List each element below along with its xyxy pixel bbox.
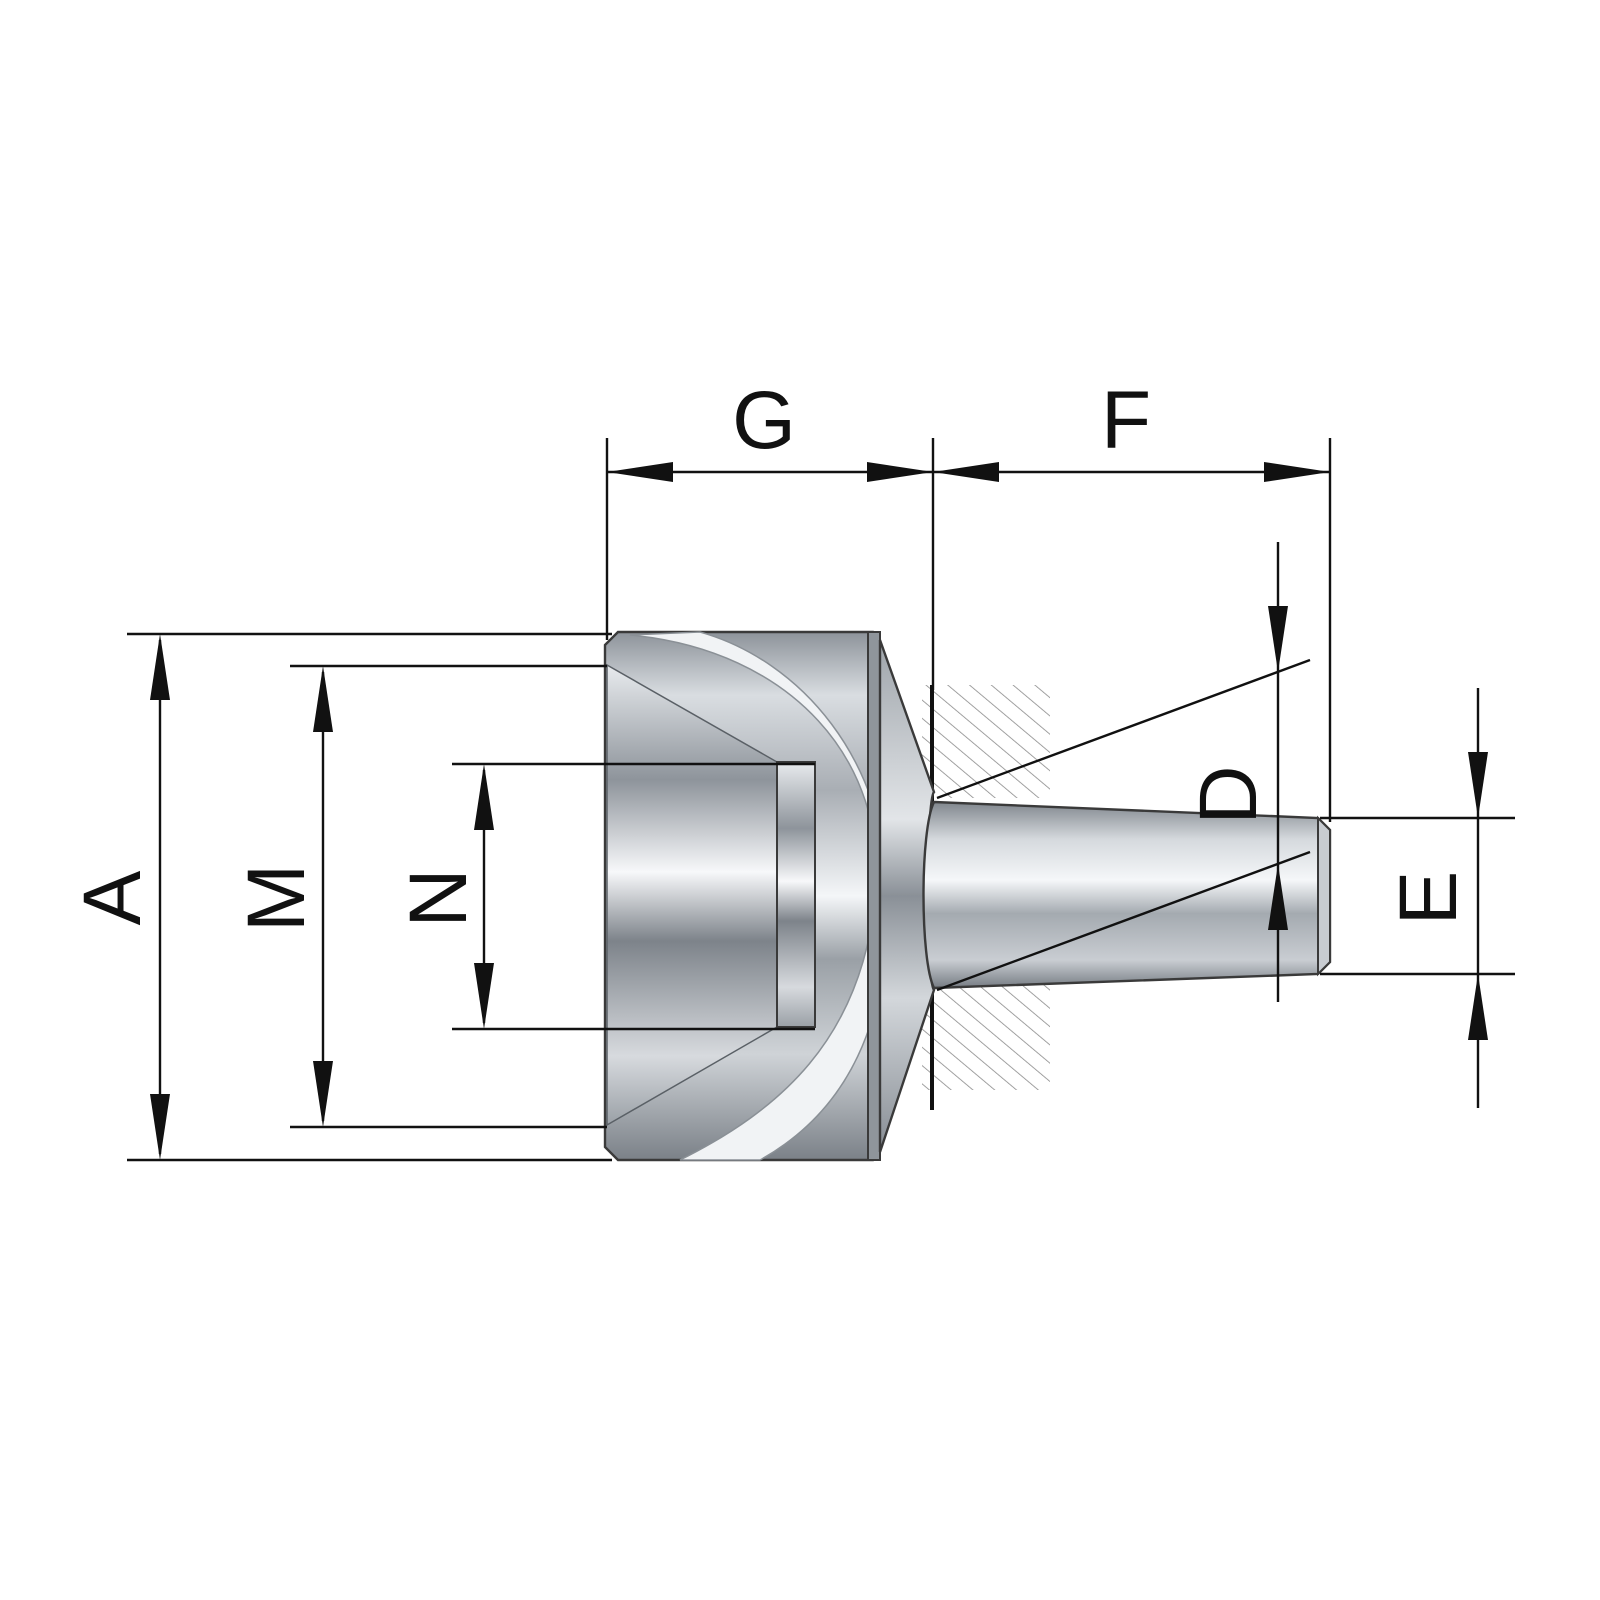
label-e: E xyxy=(1383,871,1474,926)
label-g: G xyxy=(732,375,796,466)
tapered-shank xyxy=(922,800,1332,990)
dimension-m-arrow-bottom xyxy=(313,1061,333,1127)
label-n: N xyxy=(393,868,484,927)
workpiece-hatch-bottom xyxy=(922,972,1050,1090)
dimension-a-arrow-top xyxy=(150,634,170,700)
label-m: M xyxy=(231,864,322,932)
dimension-m-arrow-top xyxy=(313,666,333,732)
label-f: F xyxy=(1101,375,1151,466)
center-tip xyxy=(1317,815,1331,977)
head-crescent xyxy=(629,631,889,1161)
dimension-labels: A M N G F D E xyxy=(67,375,1474,932)
dimension-lines xyxy=(127,438,1515,1162)
label-a: A xyxy=(67,870,158,925)
dimension-f-arrow-right xyxy=(1264,462,1330,482)
dimension-a-arrow-bottom xyxy=(150,1094,170,1160)
dimension-f-arrow-left xyxy=(933,462,999,482)
bore-step xyxy=(776,761,816,1028)
dimension-e-arrow-top xyxy=(1468,752,1488,818)
dimension-d-arrow-bottom xyxy=(1268,864,1288,930)
dimension-d-arrow-top xyxy=(1268,606,1288,672)
dimension-g-arrow-left xyxy=(607,462,673,482)
dimension-e-arrow-bottom xyxy=(1468,974,1488,1040)
flange-band xyxy=(867,631,881,1161)
dimension-n-arrow-top xyxy=(474,764,494,830)
dimension-g-arrow-right xyxy=(867,462,933,482)
label-d: D xyxy=(1183,765,1274,824)
workpiece-section xyxy=(922,685,1050,1110)
dimension-n-arrow-bottom xyxy=(474,963,494,1029)
